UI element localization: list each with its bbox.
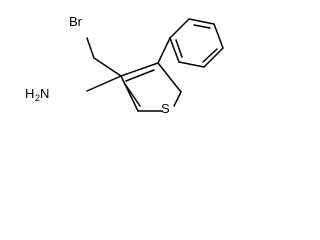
bond-c4-br: [86, 37, 95, 59]
phenyl-bond-4: [203, 47, 224, 68]
bond-c3-phenyl: [157, 37, 171, 64]
chemical-structure-diagram: Br H 2 N S: [0, 0, 233, 135]
phenyl-double-3: [175, 39, 183, 58]
phenyl-double-2: [202, 48, 218, 63]
amine-subscript-label: 2: [35, 93, 40, 103]
amine-n-label: N: [40, 86, 49, 101]
phenyl-double-1: [193, 24, 211, 29]
bond-c2-c3: [157, 62, 182, 93]
phenyl-bond-3: [213, 23, 224, 49]
double-bond-c4-c5-inner: [124, 83, 141, 107]
phenyl-bond-2: [188, 18, 215, 25]
structure-canvas: Br H 2 N S: [25, 14, 224, 116]
double-bond-c3-c4-inner: [125, 69, 155, 82]
bond-c4-c5: [120, 75, 139, 112]
phenyl-bond-6: [169, 37, 180, 63]
bromine-label: Br: [69, 14, 83, 29]
bond-c3-c4: [93, 57, 122, 77]
bond-c4-amine: [86, 75, 122, 92]
bond-s-c2: [173, 91, 182, 107]
phenyl-bond-5: [178, 61, 205, 68]
amine-h-label: H: [25, 86, 34, 101]
phenyl-bond-1: [169, 18, 190, 39]
sulfur-label: S: [161, 101, 170, 116]
bond-c3-c4-link: [120, 62, 159, 77]
